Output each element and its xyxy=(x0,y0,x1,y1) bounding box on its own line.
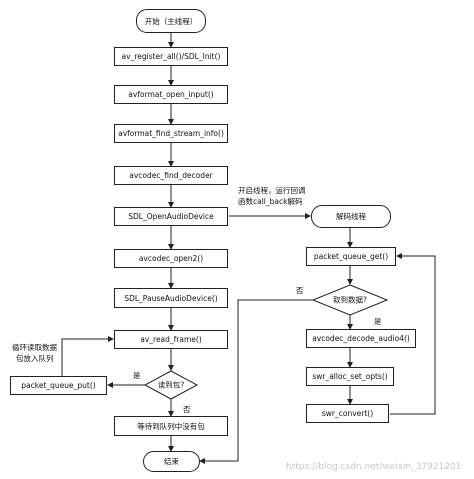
loop-note-line2: 包放入队列 xyxy=(16,354,54,363)
main-step-wait-queue-empty: 等待到队列中没有包 xyxy=(114,416,228,436)
packet-queue-put-box: packet_queue_put() xyxy=(10,376,107,395)
main-step-codec-open: avcodec_open2() xyxy=(114,249,228,268)
read-packet-decision xyxy=(143,370,199,400)
yes-label-read: 是 xyxy=(133,371,141,380)
decode-thread-terminal: 解码线程 xyxy=(311,205,391,228)
loop-note-line1: 循环读取数据 xyxy=(12,343,57,352)
main-step-read-frame: av_read_frame() xyxy=(114,330,228,349)
main-end-terminal: 结束 xyxy=(143,451,200,472)
decode-step-queue-get: packet_queue_get() xyxy=(306,247,396,266)
no-label-read: 否 xyxy=(183,405,191,414)
open-thread-note-line1: 开启线程，运行回调 xyxy=(238,186,306,195)
main-step-pause-audio-device: SDL_PauseAudioDevice() xyxy=(114,288,228,308)
main-step-open-audio-device: SDL_OpenAudioDevice xyxy=(114,207,228,226)
decode-step-swr-convert: swr_convert() xyxy=(306,404,389,423)
decode-step-swr-alloc: swr_alloc_set_opts() xyxy=(306,367,394,386)
no-label-got-data: 否 xyxy=(296,286,304,295)
main-step-open-input: avformat_open_input() xyxy=(114,85,228,104)
watermark: https://blog.csdn.net/weixin_37921201 xyxy=(286,462,462,472)
yes-label-got-data: 是 xyxy=(374,317,382,326)
main-step-init: av_register_all()/SDL_Init() xyxy=(114,47,228,66)
open-thread-note-line2: 函数call_back解码 xyxy=(238,197,303,206)
main-step-find-stream-info: avformat_find_stream_info() xyxy=(114,124,228,143)
got-data-decision-label: 取到数据? xyxy=(333,295,367,305)
decode-step-decode-audio: avcodec_decode_audio4() xyxy=(306,329,416,348)
read-packet-decision-label: 读到包? xyxy=(157,380,185,390)
got-data-decision xyxy=(311,284,389,316)
main-start-terminal: 开始（主线程） xyxy=(136,9,206,33)
main-step-find-decoder: avcodec_find_decoder xyxy=(114,166,228,185)
